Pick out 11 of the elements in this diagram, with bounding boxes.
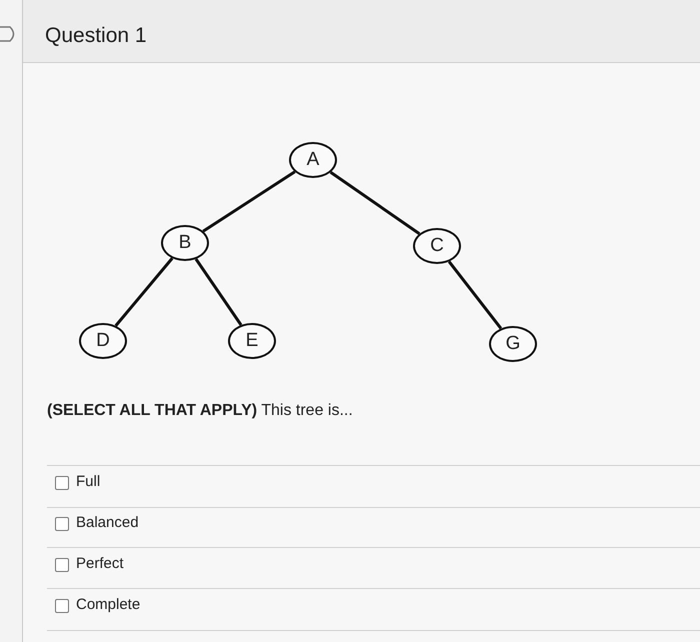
option-label: Balanced (76, 514, 139, 531)
option-label: Full (76, 473, 100, 490)
question-prompt: (SELECT ALL THAT APPLY) This tree is... (47, 402, 353, 420)
tree-edge (330, 170, 420, 236)
question-title: Question 1 (45, 24, 147, 48)
tree-edge (202, 170, 296, 232)
tree-edge (114, 257, 174, 327)
option-label: Complete (76, 596, 140, 613)
tree-edge (448, 260, 502, 330)
tree-edge (194, 258, 242, 326)
option-label: Perfect (76, 555, 124, 572)
